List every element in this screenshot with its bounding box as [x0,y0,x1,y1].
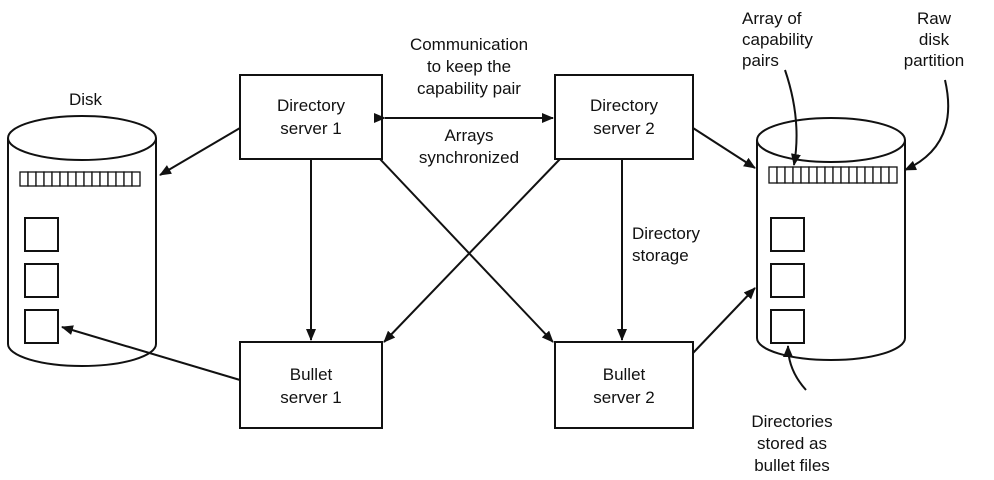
dir2-to-bullet1-arrow [383,158,561,343]
disk-label: Disk [69,90,103,109]
right-disk-file-1 [770,217,805,252]
right-disk [756,117,906,361]
dir1-to-bullet2-arrow [379,158,554,343]
dir1-to-left-disk-arrow [159,127,241,176]
directories-stored-line2: stored as [757,434,827,453]
arrays-synchronized-line1: Arrays [444,126,493,145]
dir2-to-right-disk-arrow [692,127,756,169]
left-disk [7,115,157,367]
bullet-server-2-label-line2: server 2 [593,388,654,407]
communication-label-line3: capability pair [417,79,521,98]
left-disk-file-1 [24,217,59,252]
left-disk-file-3 [24,309,59,344]
right-disk-top [756,117,906,163]
callout-arrows [783,69,950,391]
directory-server-2-label-line2: server 2 [593,119,654,138]
left-disk-top [7,115,157,161]
array-of-pairs-line1: Array of [742,9,802,28]
communication-label-line1: Communication [410,35,528,54]
directory-server-1-label-line1: Directory [277,96,346,115]
arrays-synchronized-line2: synchronized [419,148,519,167]
raw-partition-pointer [904,79,950,171]
right-disk-file-2 [770,263,805,298]
right-capability-array [768,166,898,184]
raw-partition-line1: Raw [917,9,952,28]
connection-arrows [61,113,756,381]
right-disk-body [756,140,906,361]
directory-server-2-box [554,74,694,160]
array-of-pairs-line2: capability [742,30,813,49]
raw-partition-line3: partition [904,51,964,70]
bullet1-to-left-disk-arrow [61,325,241,381]
communication-label-line2: to keep the [427,57,511,76]
array-of-pairs-pointer [784,69,801,166]
directory-storage-line1: Directory [632,224,701,243]
directory-server-2-label-line1: Directory [590,96,659,115]
directory-storage-line2: storage [632,246,689,265]
bullet-server-1-box [239,341,383,429]
bullet-server-2-label-line1: Bullet [603,365,646,384]
bullet-server-1-label-line2: server 1 [280,388,341,407]
directories-stored-line3: bullet files [754,456,830,475]
left-capability-array [19,171,141,187]
directories-stored-line1: Directories [751,412,832,431]
bullet2-to-right-disk-arrow [692,287,756,354]
directories-stored-pointer [783,345,807,391]
right-disk-file-3 [770,309,805,344]
bullet-server-2-box [554,341,694,429]
left-disk-file-2 [24,263,59,298]
bullet-server-1-label-line1: Bullet [290,365,333,384]
raw-partition-line2: disk [919,30,950,49]
directory-server-1-box [239,74,383,160]
directory-server-1-label-line2: server 1 [280,119,341,138]
array-of-pairs-line3: pairs [742,51,779,70]
